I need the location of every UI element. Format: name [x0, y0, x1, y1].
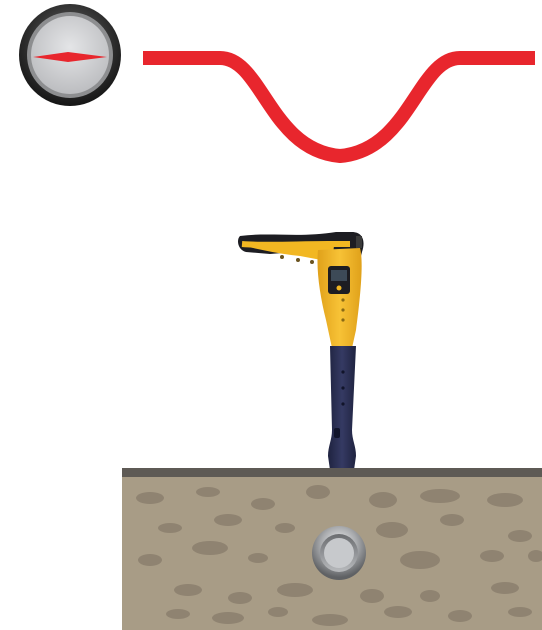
stone [268, 607, 288, 617]
stone [440, 514, 464, 526]
stone [400, 551, 440, 569]
buried-pipe-icon [312, 526, 366, 580]
stone [420, 489, 460, 503]
ground-surface [122, 468, 542, 477]
stone [420, 590, 440, 602]
stone [212, 612, 244, 624]
cable-locator-icon [238, 232, 364, 470]
stone [312, 614, 348, 626]
stone [251, 498, 275, 510]
stone [166, 609, 190, 619]
stone [158, 523, 182, 533]
stone [136, 492, 164, 504]
stone [384, 606, 412, 618]
stone [448, 610, 472, 622]
stone [306, 485, 330, 499]
locator-shaft [328, 346, 356, 470]
stone [192, 541, 228, 555]
stone [480, 550, 504, 562]
stone [376, 522, 408, 538]
stone [248, 553, 268, 563]
stone [487, 493, 523, 507]
stone [196, 487, 220, 497]
compass-icon [19, 4, 121, 106]
locator-body [317, 248, 361, 348]
stone [277, 583, 313, 597]
stone [228, 592, 252, 604]
stone [508, 607, 532, 617]
stone [275, 523, 295, 533]
stone [369, 492, 397, 508]
stone [491, 582, 519, 594]
stone [138, 554, 162, 566]
stone [508, 530, 532, 542]
stone [174, 584, 202, 596]
stone [214, 514, 242, 526]
stone [360, 589, 384, 603]
signal-response-curve [143, 58, 535, 156]
